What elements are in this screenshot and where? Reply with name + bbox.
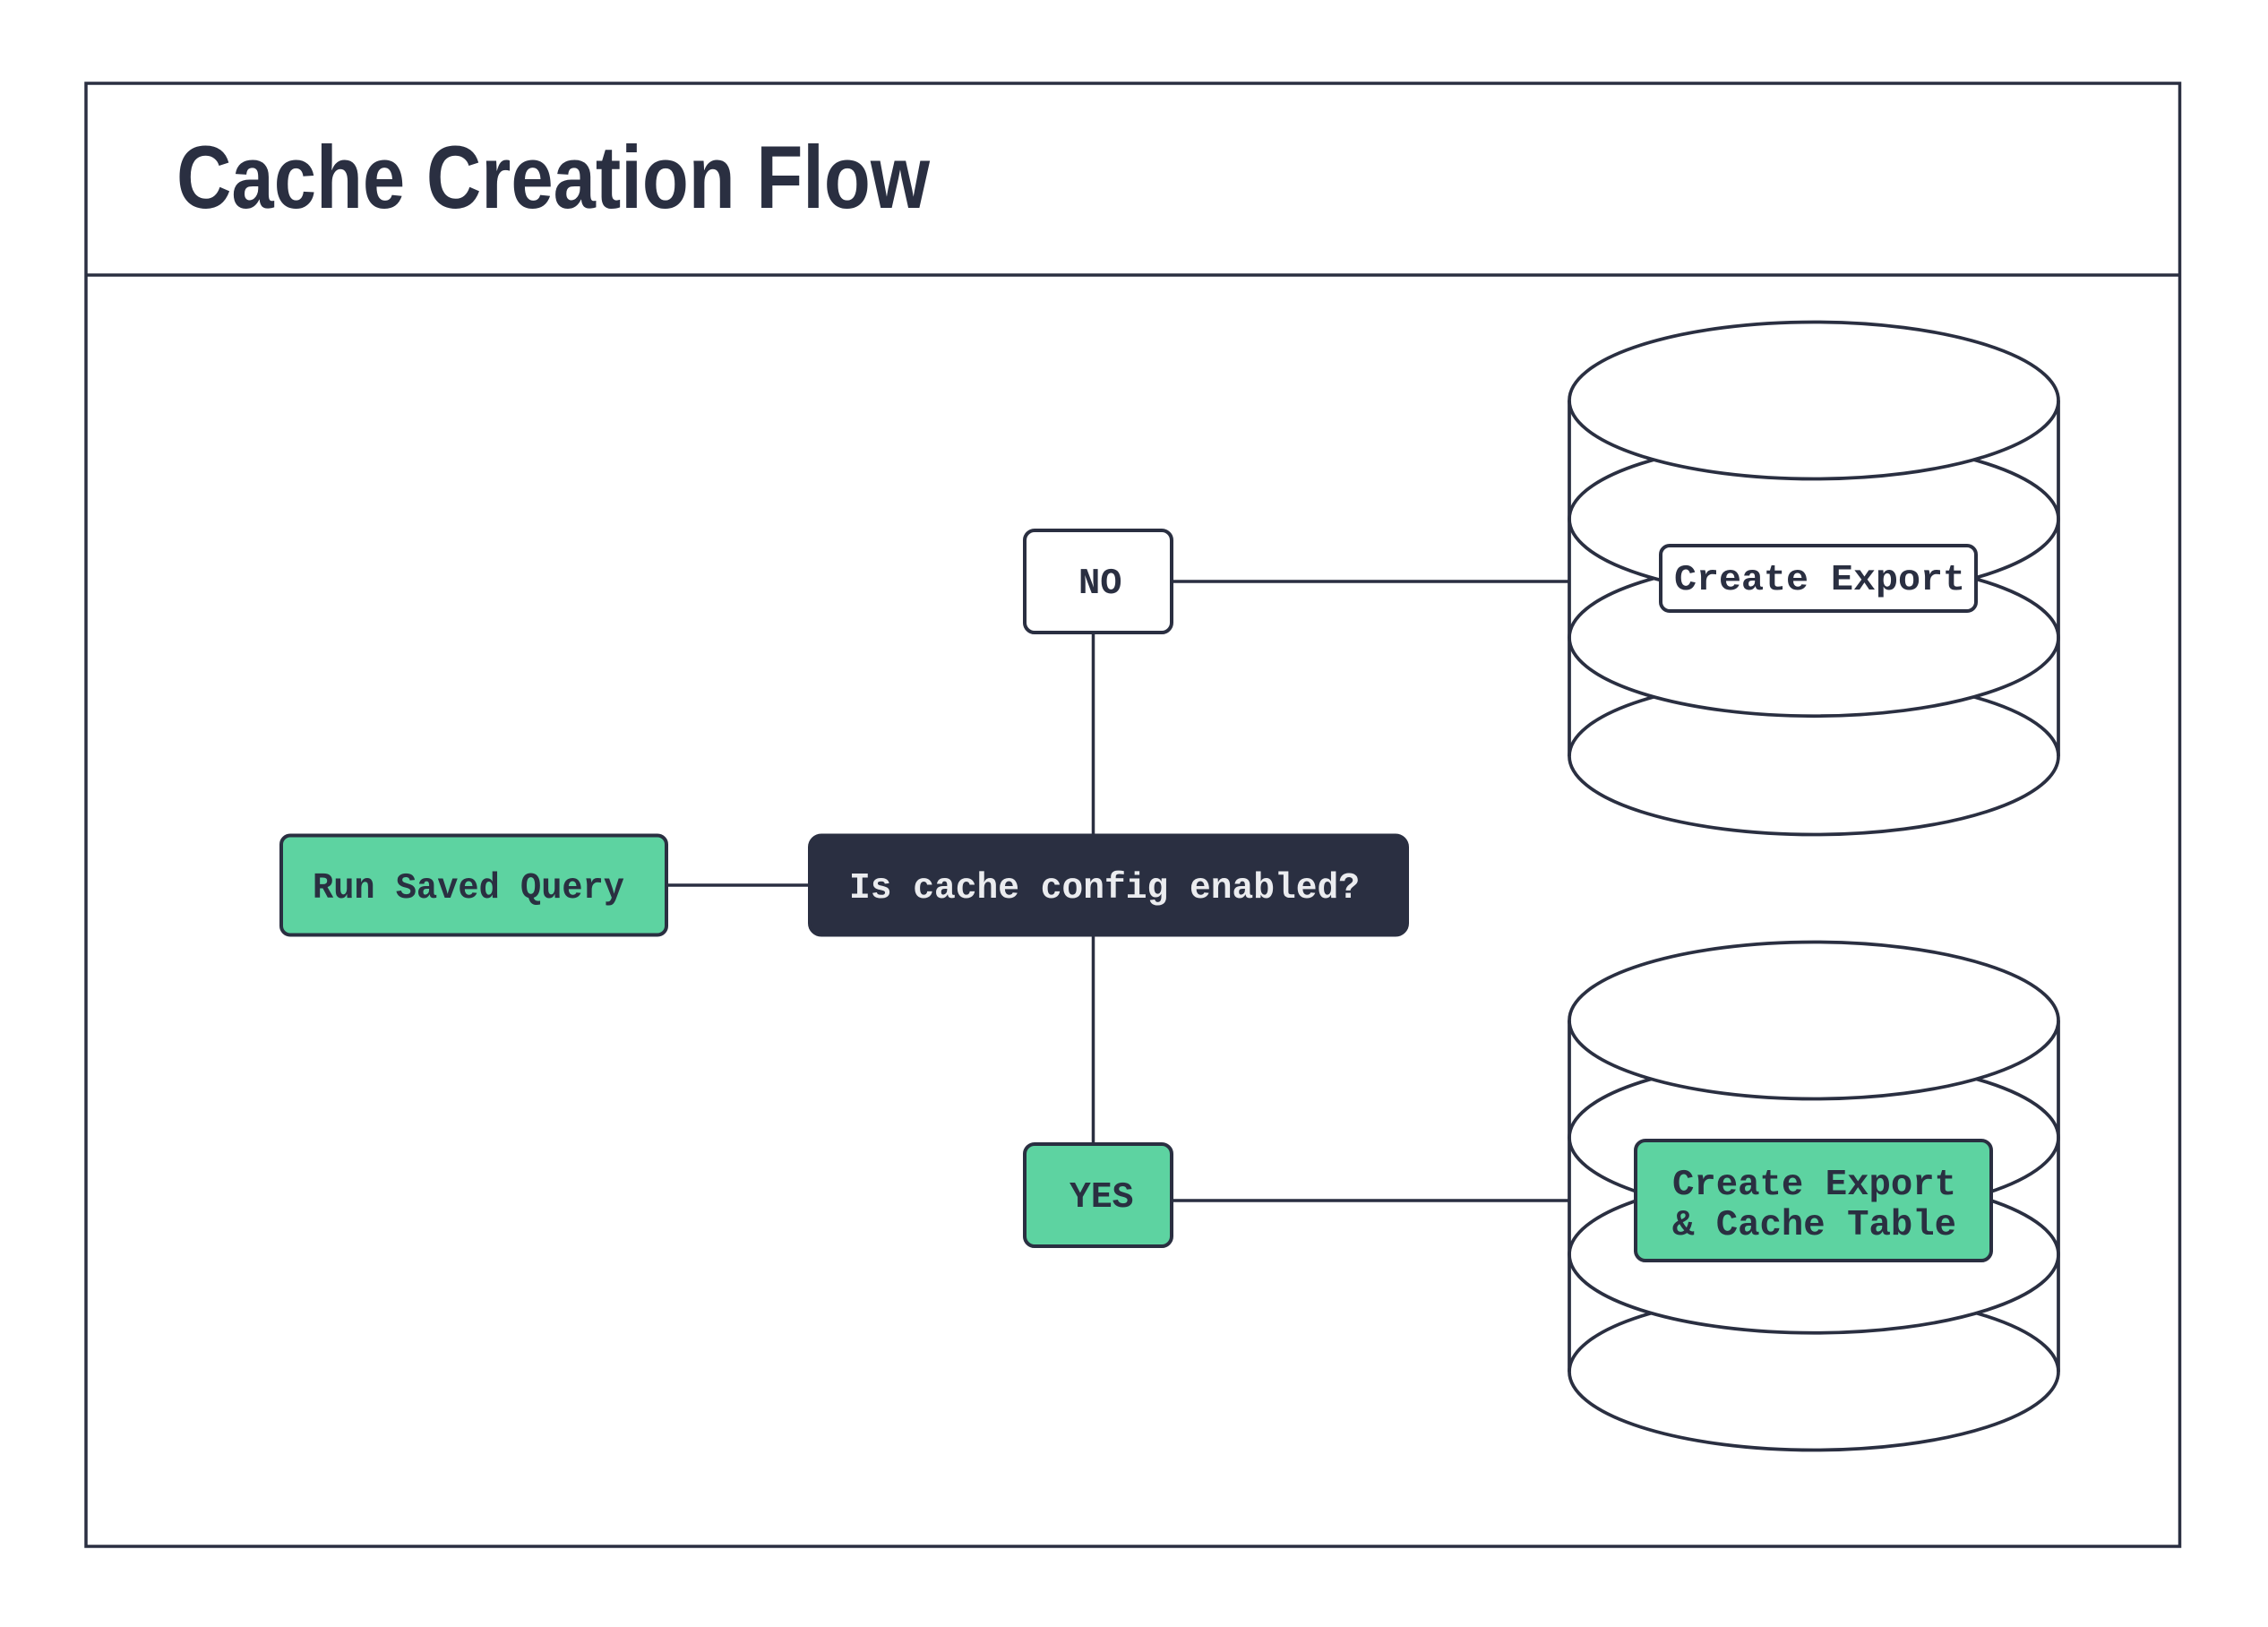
svg-text:NO: NO [1078,564,1122,605]
svg-text:& Cache Table: & Cache Table [1672,1205,1956,1246]
svg-text:Create Export: Create Export [1672,1165,1956,1206]
svg-text:Run Saved Query: Run Saved Query [313,868,624,909]
svg-text:Cache Creation Flow: Cache Creation Flow [176,127,931,227]
svg-text:Is cache config enabled?: Is cache config enabled? [849,868,1360,909]
svg-text:Create Export: Create Export [1674,560,1965,601]
svg-text:YES: YES [1070,1177,1134,1218]
